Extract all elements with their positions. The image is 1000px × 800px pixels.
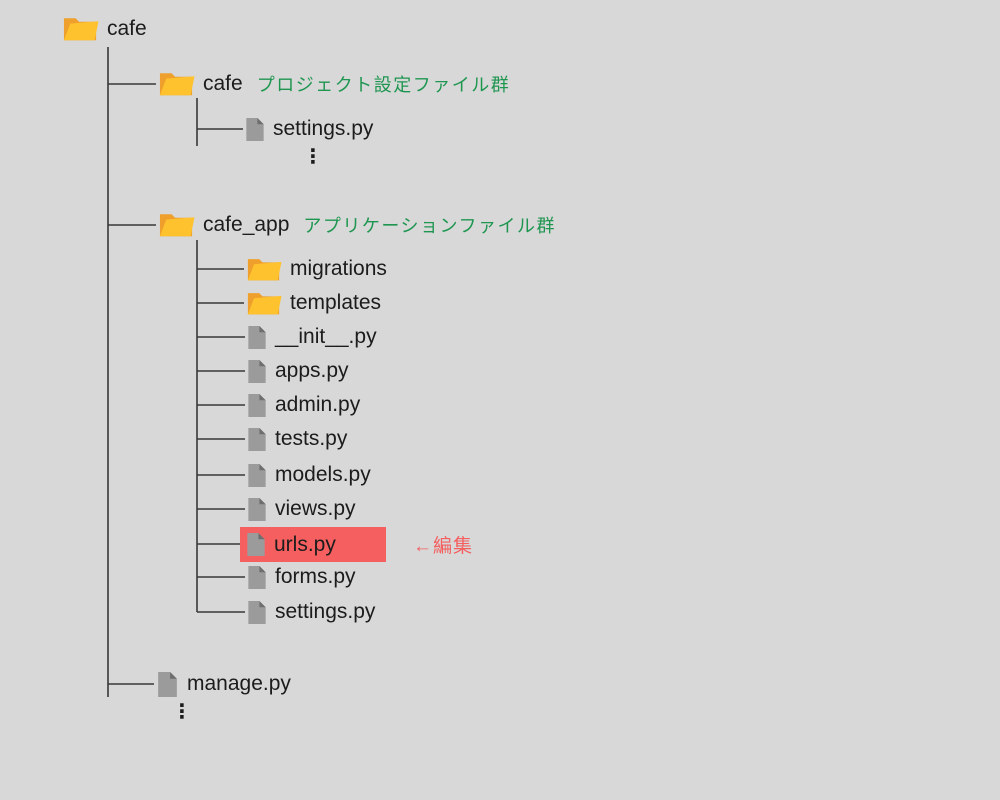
file-label: urls.py [274,532,336,556]
file-icon [246,532,266,557]
more-files-ellipsis: ⋮ [303,146,323,168]
tree-node-manage-py: manage.py [156,667,291,701]
file-icon [247,497,267,522]
tree-node-tests-py: tests.py [247,422,347,456]
file-label: settings.py [275,600,376,623]
file-icon [245,117,265,142]
annotation-project-settings: プロジェクト設定ファイル群 [256,75,511,95]
annotation-application-files: アプリケーションファイル群 [303,216,557,236]
file-icon [247,325,267,350]
tree-node-templates: templates [246,286,381,320]
tree-node-app-settings-py: settings.py [247,595,375,629]
tree-node-root-cafe: cafe [62,12,147,46]
folder-label: cafe [203,72,243,95]
folder-icon [246,290,282,317]
tree-node-project-settings-py: settings.py [245,112,373,146]
file-icon [247,565,267,590]
tree-node-apps-py: apps.py [247,354,349,388]
tree-node-init-py: __init__.py [247,320,377,354]
folder-icon [246,256,282,283]
folder-icon [62,15,99,43]
tree-node-urls-py-highlighted: urls.py [240,527,386,562]
tree-node-views-py: views.py [247,492,356,526]
folder-label: cafe [107,17,147,40]
folder-icon [158,70,195,98]
tree-node-migrations: migrations [246,252,387,286]
file-label: settings.py [273,117,374,140]
tree-node-admin-py: admin.py [247,388,360,422]
file-label: views.py [275,497,356,520]
file-icon [156,671,179,698]
tree-node-cafe-app: cafe_app アプリケーションファイル群 [158,208,556,242]
file-icon [247,393,267,418]
edit-annotation: ←編集 [413,536,474,557]
tree-node-models-py: models.py [247,458,371,492]
tree-node-forms-py: forms.py [247,560,356,594]
folder-label: cafe_app [203,213,290,236]
file-label: __init__.py [275,325,377,348]
file-label: admin.py [275,393,361,416]
file-icon [247,427,267,452]
folder-icon [158,211,195,239]
folder-label: migrations [290,257,387,280]
file-label: apps.py [275,359,349,382]
file-icon [247,600,267,625]
file-label: manage.py [187,672,291,695]
file-label: models.py [275,463,371,486]
file-icon [247,463,267,488]
folder-label: templates [290,291,382,314]
file-icon [247,359,267,384]
file-label: tests.py [275,427,348,450]
tree-node-cafe-project: cafe プロジェクト設定ファイル群 [158,67,510,101]
file-label: forms.py [275,565,356,588]
more-items-ellipsis: ⋮ [172,701,192,723]
